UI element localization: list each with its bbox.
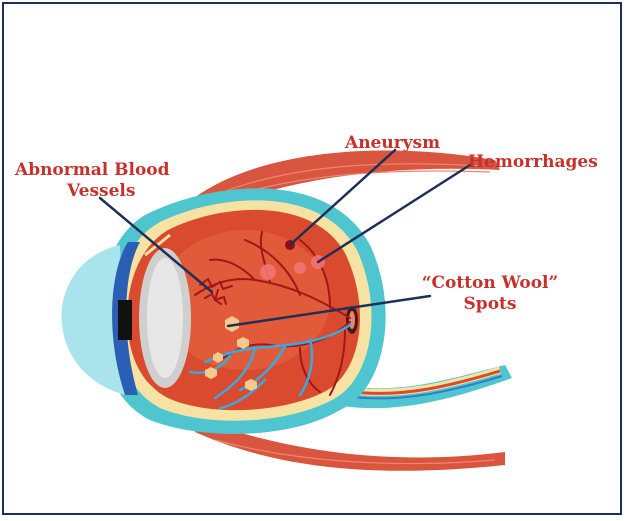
label-abnormal-line2: Vessels bbox=[15, 181, 170, 202]
label-abnormal-blood-vessels: Abnormal Blood Vessels bbox=[15, 160, 170, 202]
label-cotton-line2: Spots bbox=[415, 294, 565, 315]
label-hemorrhages: Hemorrhages bbox=[468, 152, 598, 173]
label-cotton-wool-spots: “Cotton Wool” Spots bbox=[415, 273, 565, 315]
label-cotton-line1: “Cotton Wool” bbox=[415, 273, 565, 294]
label-aneurysm: Aneurysm bbox=[345, 133, 440, 154]
label-abnormal-line1: Abnormal Blood bbox=[15, 160, 170, 181]
